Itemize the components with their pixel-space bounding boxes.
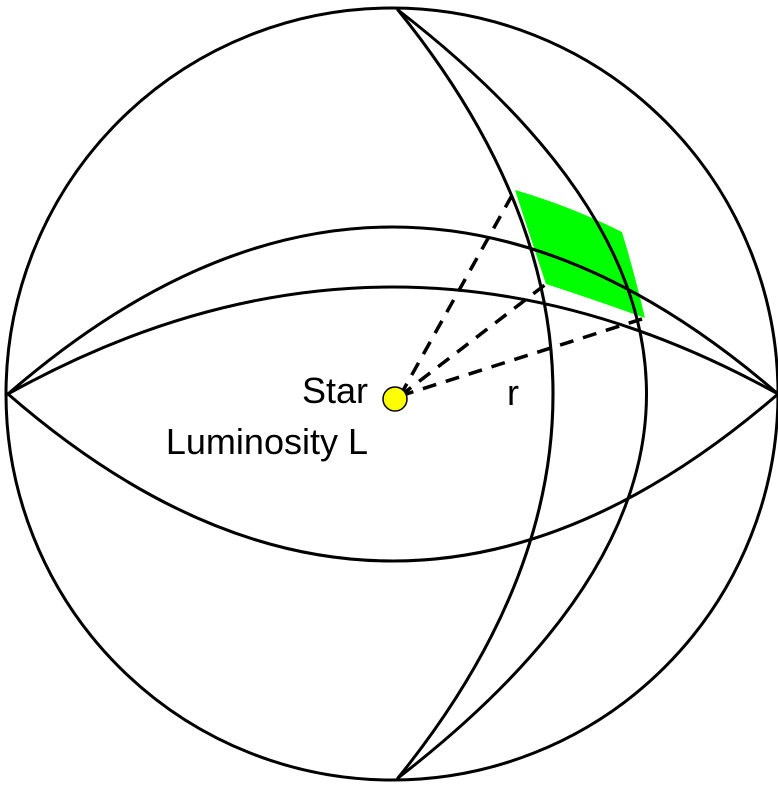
middle-latitude-arc xyxy=(6,285,778,396)
sphere-outline xyxy=(4,6,778,782)
radius-label: r xyxy=(507,372,519,413)
star-marker xyxy=(382,386,408,412)
ray-to-patch-inner xyxy=(398,282,548,398)
inner-meridian-arc xyxy=(396,8,555,780)
radius-ray xyxy=(399,316,646,398)
luminosity-label: Luminosity L xyxy=(166,421,368,462)
surface-area-patch xyxy=(515,190,645,318)
lower-latitude-arc xyxy=(6,392,778,563)
ray-to-patch-top xyxy=(398,189,517,397)
star-label: Star xyxy=(302,370,368,411)
outer-meridian-arc xyxy=(396,8,648,780)
upper-latitude-arc xyxy=(6,225,778,396)
